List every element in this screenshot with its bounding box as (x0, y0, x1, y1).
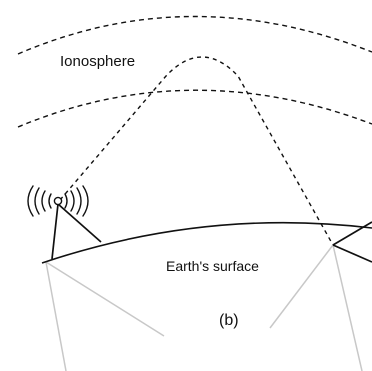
transmitter-antenna (51, 196, 102, 260)
receiver-antenna (332, 221, 372, 263)
sky-wave-ray (59, 56, 334, 246)
earth-surface-arc (41, 221, 372, 264)
radio-waves-icon (27, 185, 89, 217)
ray-faint-right-1 (269, 244, 334, 329)
ionosphere-label: Ionosphere (60, 53, 135, 70)
ray-faint-right-2 (332, 244, 363, 371)
ray-faint-left-2 (45, 261, 67, 371)
panel-label: (b) (219, 312, 239, 329)
earth-surface-label: Earth's surface (166, 258, 259, 274)
ray-faint-left-1 (45, 261, 165, 337)
ionosphere-lower-boundary (17, 89, 372, 128)
ionosphere-upper-boundary (17, 15, 372, 55)
